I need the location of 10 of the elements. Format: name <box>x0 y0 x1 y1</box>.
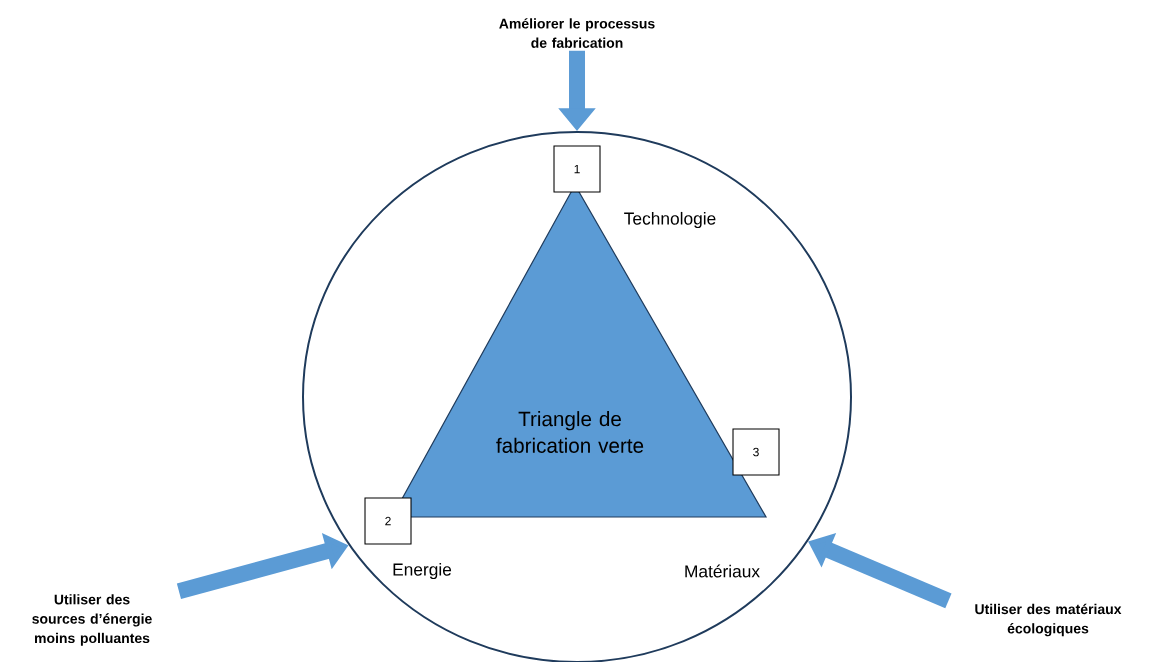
corner-label: Energie <box>393 562 452 580</box>
action-label: Utiliser des sources d’énergie moins polluantes <box>32 594 152 646</box>
action-label: Améliorer le processus de fabrication <box>499 18 655 48</box>
number-box: 2 <box>364 497 412 545</box>
number-box: 3 <box>732 428 780 476</box>
circle-outline <box>302 131 852 662</box>
corner-label: Matériaux <box>685 564 760 578</box>
corner-label: Technologie <box>624 211 716 229</box>
number-box: 1 <box>553 145 601 193</box>
action-label: Utiliser des matériaux écologiques <box>975 603 1122 637</box>
